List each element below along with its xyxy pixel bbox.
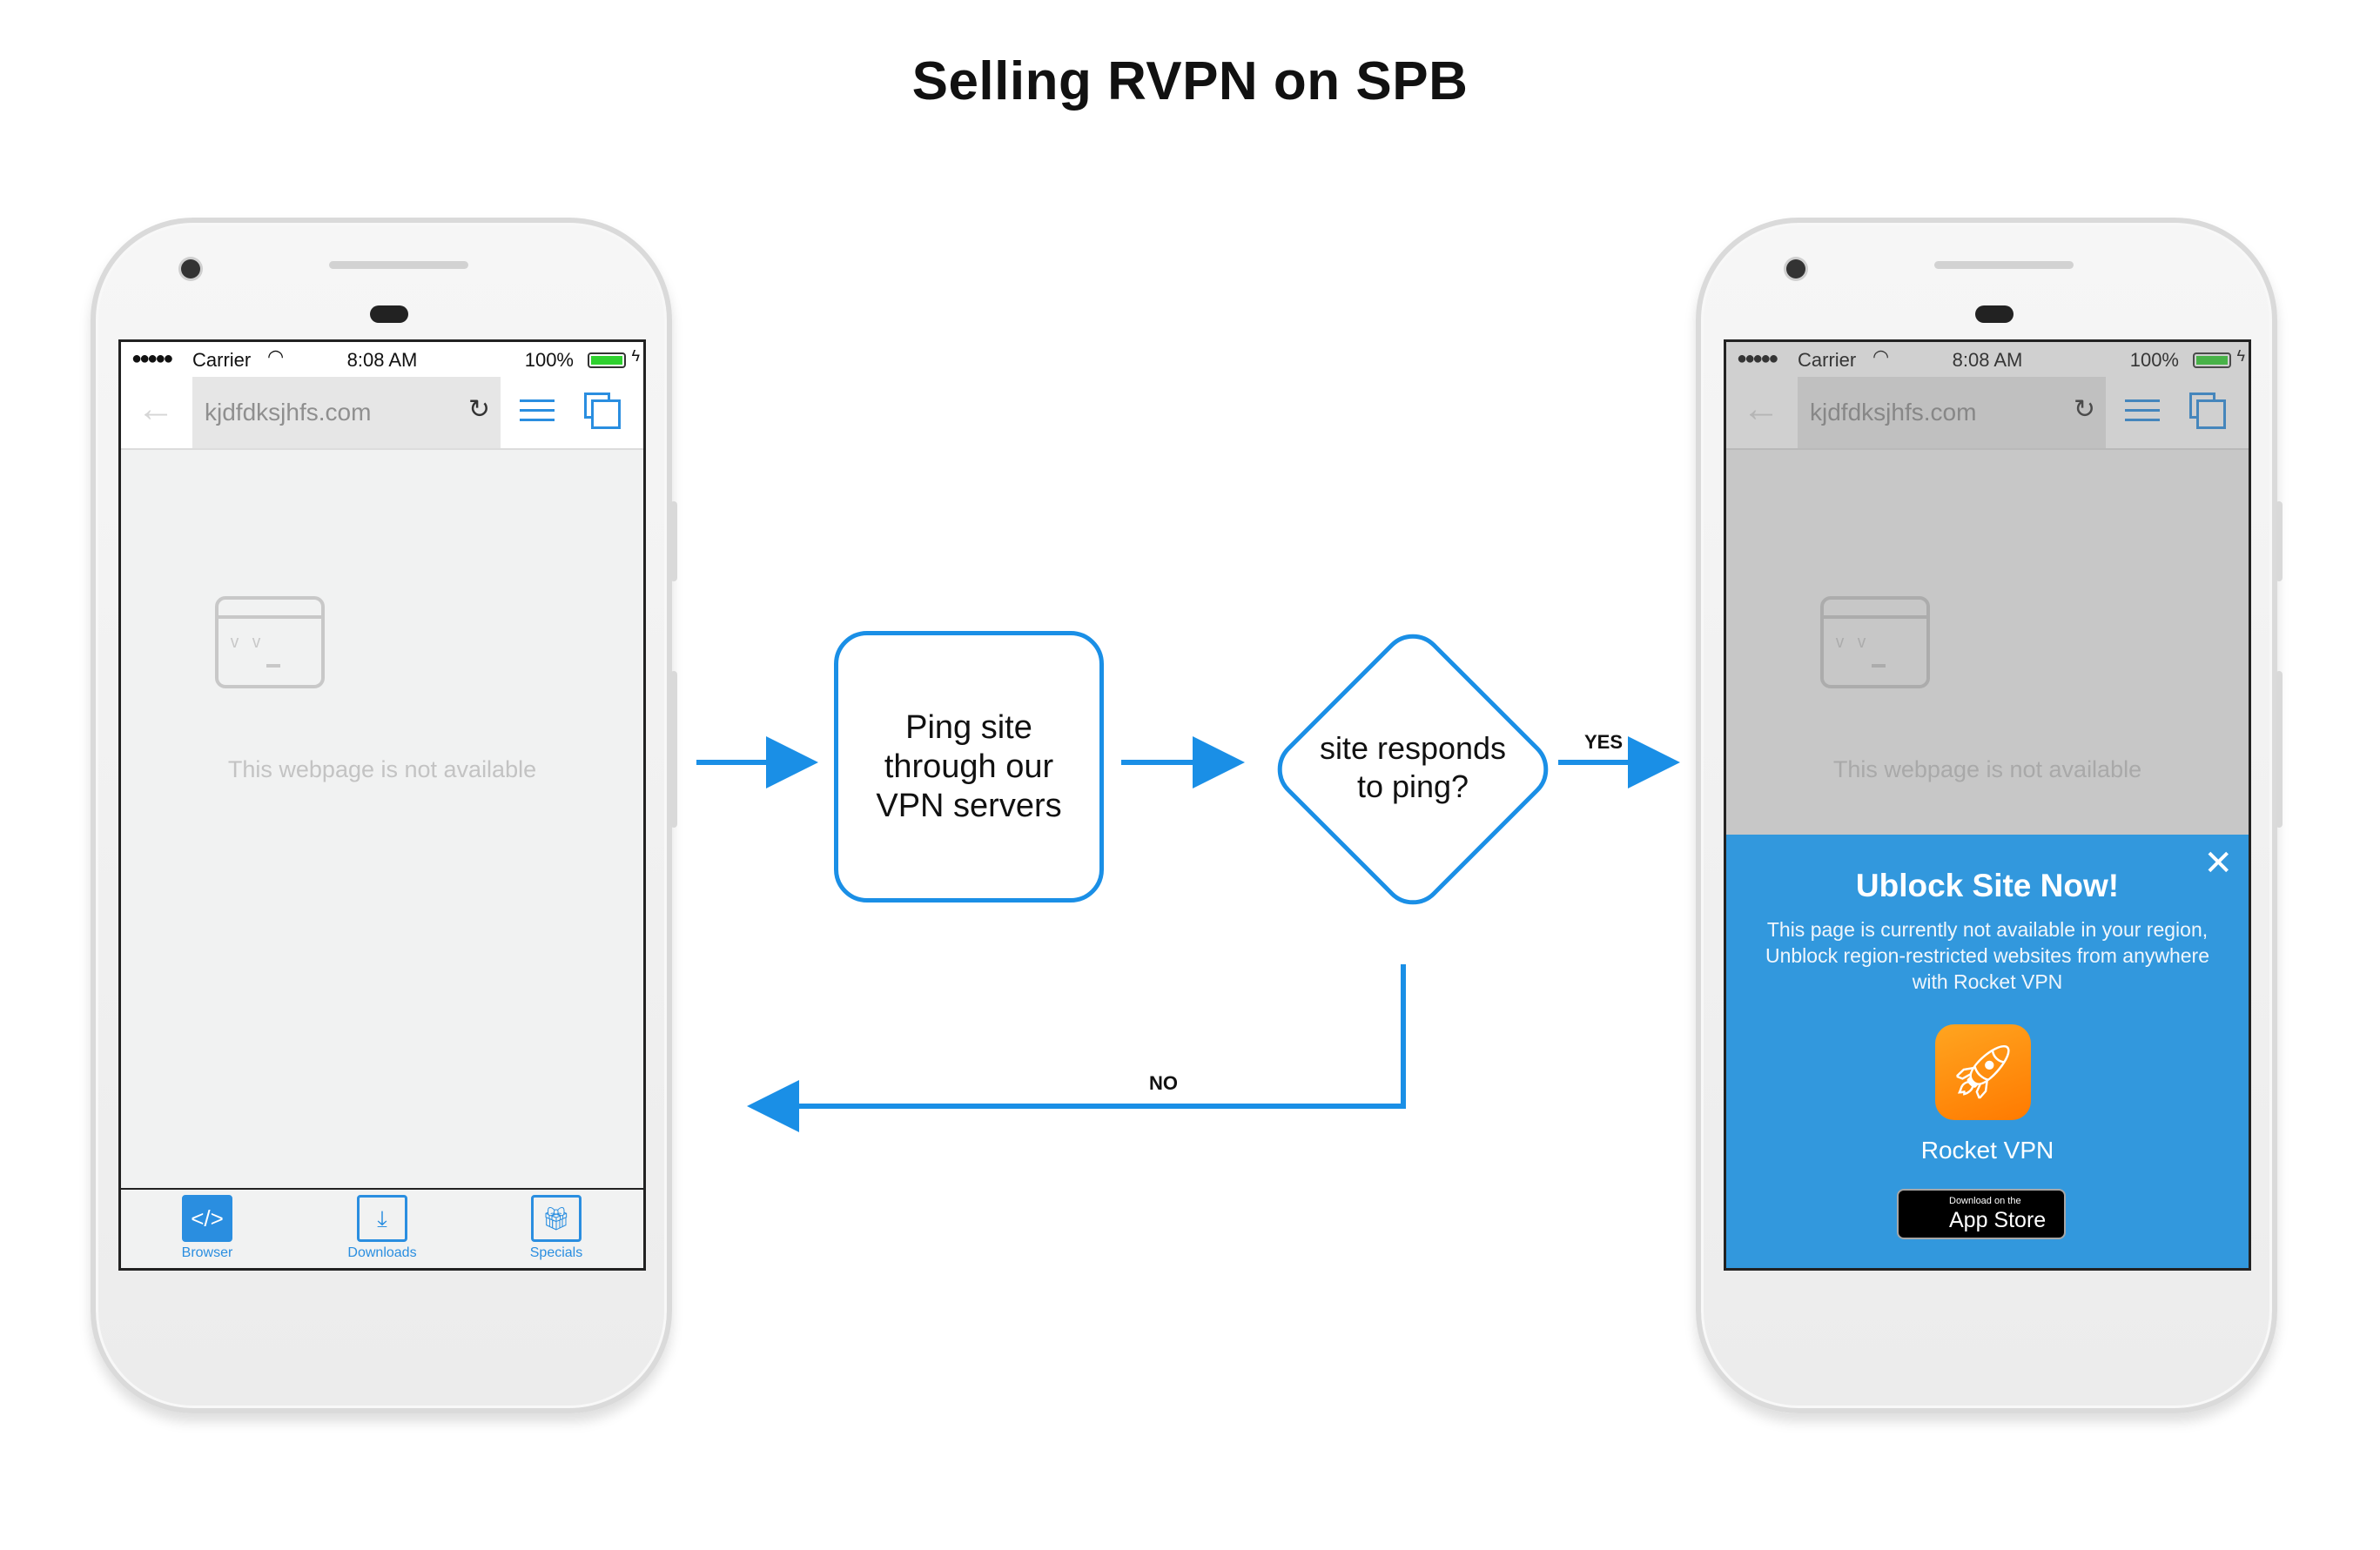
nav-label: Downloads [347,1245,417,1260]
menu-icon[interactable] [2125,399,2160,428]
nav-specials[interactable]: 🎁︎ Specials [504,1195,608,1261]
nav-label: Browser [181,1245,233,1260]
battery-icon [588,352,626,368]
arrow-no [747,964,1406,1132]
charging-icon: ϟ [631,347,640,365]
earpiece-speaker [1934,261,2074,269]
gift-icon: 🎁︎ [531,1195,582,1242]
back-arrow-icon[interactable]: ← [137,387,175,430]
tabs-icon[interactable] [584,393,621,429]
decision-label: site responds to ping? [1319,730,1507,804]
battery-percent: 100% [524,349,574,371]
address-bar[interactable]: kjdfdksjhfs.com ↻ [192,377,501,448]
url-text: kjdfdksjhfs.com [205,399,372,426]
right-phone: ●●●●● Carrier ◠ 8:08 AM 100% ϟ ← kjdfdks… [1696,218,2283,1413]
reload-icon[interactable]: ↻ [467,395,490,424]
not-available-message: This webpage is not available [1832,756,2142,782]
carrier-label: Carrier [192,349,252,371]
no-label: NO [1149,1072,1178,1094]
nav-browser[interactable]: </> Browser [155,1195,259,1261]
menu-icon[interactable] [520,399,555,428]
popup-description: This page is currently not available in … [1765,918,2210,993]
bottom-nav: </> Browser ⤓ Downloads 🎁︎ Specials [121,1188,643,1268]
sad-browser-icon: ᵥᵥ [215,596,325,688]
rocket-icon[interactable]: 🚀︎ [1935,1024,2031,1120]
tabs-icon[interactable] [2189,393,2226,429]
not-available-message: This webpage is not available [227,756,537,782]
proximity-sensor [1975,305,2014,323]
volume-button [670,501,677,581]
url-text: kjdfdksjhfs.com [1810,399,1977,426]
sad-browser-icon: ᵥᵥ [1820,596,1930,688]
proximity-sensor [370,305,408,323]
address-bar[interactable]: kjdfdksjhfs.com ↻ [1798,377,2106,448]
signal-icon: ●●●●● [1737,349,1778,368]
back-arrow-icon[interactable]: ← [1742,387,1780,430]
nav-downloads[interactable]: ⤓ Downloads [330,1195,434,1261]
ping-step-box: Ping site through our VPN servers [834,631,1104,902]
code-icon: </> [182,1195,232,1242]
earpiece-speaker [329,261,468,269]
phone-screen: ●●●●● Carrier ◠ 8:08 AM 100% ϟ ← kjdfdks… [118,339,646,1271]
phone-screen: ●●●●● Carrier ◠ 8:08 AM 100% ϟ ← kjdfdks… [1724,339,2251,1271]
download-icon: ⤓ [357,1195,407,1242]
page-content: ᵥᵥ This webpage is not available [1726,450,2249,1268]
page-content: ᵥᵥ This webpage is not available [121,450,643,1268]
close-icon[interactable]: ✕ [2203,844,2233,882]
badge-big-text: App Store [1949,1208,2047,1232]
badge-small-text: Download on the [1949,1196,2021,1206]
decision-diamond [1277,634,1549,905]
front-camera [181,259,200,278]
app-store-button[interactable]: Download on the App Store [1897,1189,2066,1239]
reload-icon[interactable]: ↻ [2073,395,2095,424]
left-phone: ●●●●● Carrier ◠ 8:08 AM 100% ϟ ← kjdfdks… [91,218,677,1413]
volume-button [2276,501,2283,581]
browser-toolbar: ← kjdfdksjhfs.com ↻ [121,377,643,450]
battery-percent: 100% [2129,349,2179,371]
power-button [670,671,677,828]
status-bar: ●●●●● Carrier ◠ 8:08 AM 100% ϟ [1726,342,2249,377]
unblock-popup: ✕ Ublock Site Now! This page is currentl… [1726,835,2249,1268]
battery-icon [2193,352,2231,368]
nav-label: Specials [529,1245,583,1260]
status-bar: ●●●●● Carrier ◠ 8:08 AM 100% ϟ [121,342,643,377]
page-title: Selling RVPN on SPB [911,51,1469,111]
front-camera [1786,259,1805,278]
power-button [2276,671,2283,828]
app-name: Rocket VPN [1920,1137,2054,1164]
status-time: 8:08 AM [1952,349,2023,371]
yes-label: YES [1584,731,1624,753]
ping-step-text: Ping site through our VPN servers [876,708,1062,824]
status-time: 8:08 AM [346,349,418,371]
wifi-icon: ◠ [267,346,285,367]
signal-icon: ●●●●● [131,349,173,368]
decision-text: site responds to ping? [1267,729,1559,806]
popup-headline: Ublock Site Now! [1855,868,2120,903]
wifi-icon: ◠ [1872,346,1890,367]
charging-icon: ϟ [2236,347,2245,365]
browser-toolbar: ← kjdfdksjhfs.com ↻ [1726,377,2249,450]
carrier-label: Carrier [1798,349,1857,371]
